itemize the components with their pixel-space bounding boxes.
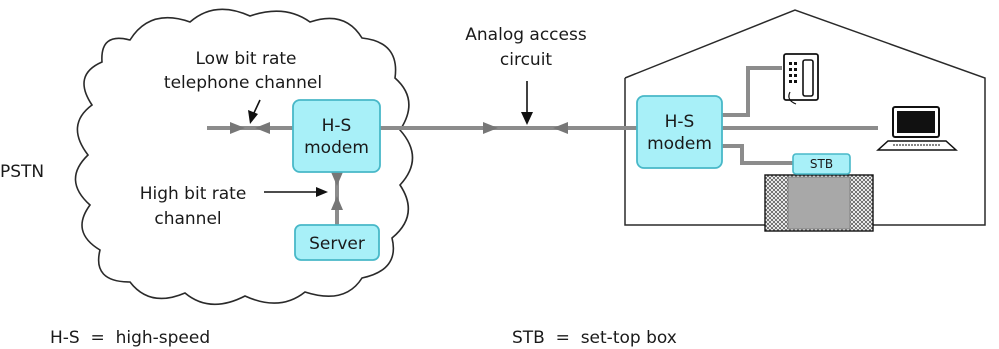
house-outline [624,9,986,226]
exchange-modem-label-line1: H-S [322,116,352,136]
arrow-low-rate-right [230,122,245,134]
telephone-icon [783,53,819,105]
low-rate-label-line2: telephone channel [164,73,322,93]
legend-hs: H-S = high-speed [50,328,210,348]
set-top-box: STB [792,153,851,175]
annotation-pointers [248,81,533,197]
arrow-access-left [553,122,568,134]
arrow-high-rate-up [331,196,343,210]
exchange-modem-label-line2: modem [304,138,369,158]
arrowheads [230,122,568,210]
high-rate-label-line1: High bit rate [140,184,247,204]
legend-stb: STB = set-top box [512,328,677,348]
access-label-line1: Analog access [465,25,587,45]
arrow-high-rate-down [331,172,343,186]
arrow-low-rate-left [255,122,270,134]
arrow-access-right [483,122,498,134]
connection-lines [207,66,878,225]
exchange-modem: H-S modem [292,99,381,173]
home-modem: H-S modem [636,95,723,169]
low-rate-label-line1: Low bit rate [196,49,297,69]
computer-icon [876,106,958,151]
tv-set [764,174,874,232]
home-modem-label-line2: modem [647,134,712,154]
server-label: Server [309,234,365,254]
server: Server [294,224,380,261]
access-label-line2: circuit [500,50,553,70]
pstn-label: PSTN [0,162,44,182]
stb-label: STB [810,157,833,171]
home-modem-label-line1: H-S [665,112,695,132]
high-rate-label-line2: channel [154,209,221,229]
